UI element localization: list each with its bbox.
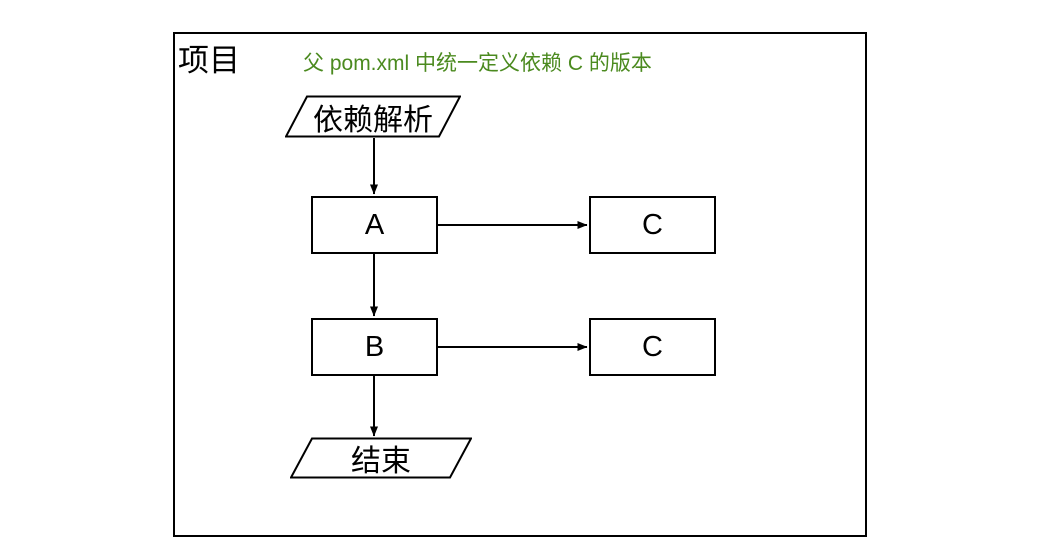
project-container: [173, 32, 867, 537]
node-dependency-resolution-label: 依赖解析: [313, 103, 433, 137]
node-c-bottom: C: [589, 318, 716, 376]
node-end: 结束: [290, 437, 472, 479]
parallelogram-shape: [285, 95, 461, 138]
project-label: 项目: [178, 43, 240, 78]
node-dependency-resolution: 依赖解析: [285, 95, 461, 138]
node-end-label: 结束: [351, 445, 411, 478]
parallelogram-shape: [290, 437, 472, 479]
node-b: B: [311, 318, 438, 376]
node-a: A: [311, 196, 438, 254]
parent-pom-annotation: 父 pom.xml 中统一定义依赖 C 的版本: [303, 52, 652, 75]
node-c-top: C: [589, 196, 716, 254]
